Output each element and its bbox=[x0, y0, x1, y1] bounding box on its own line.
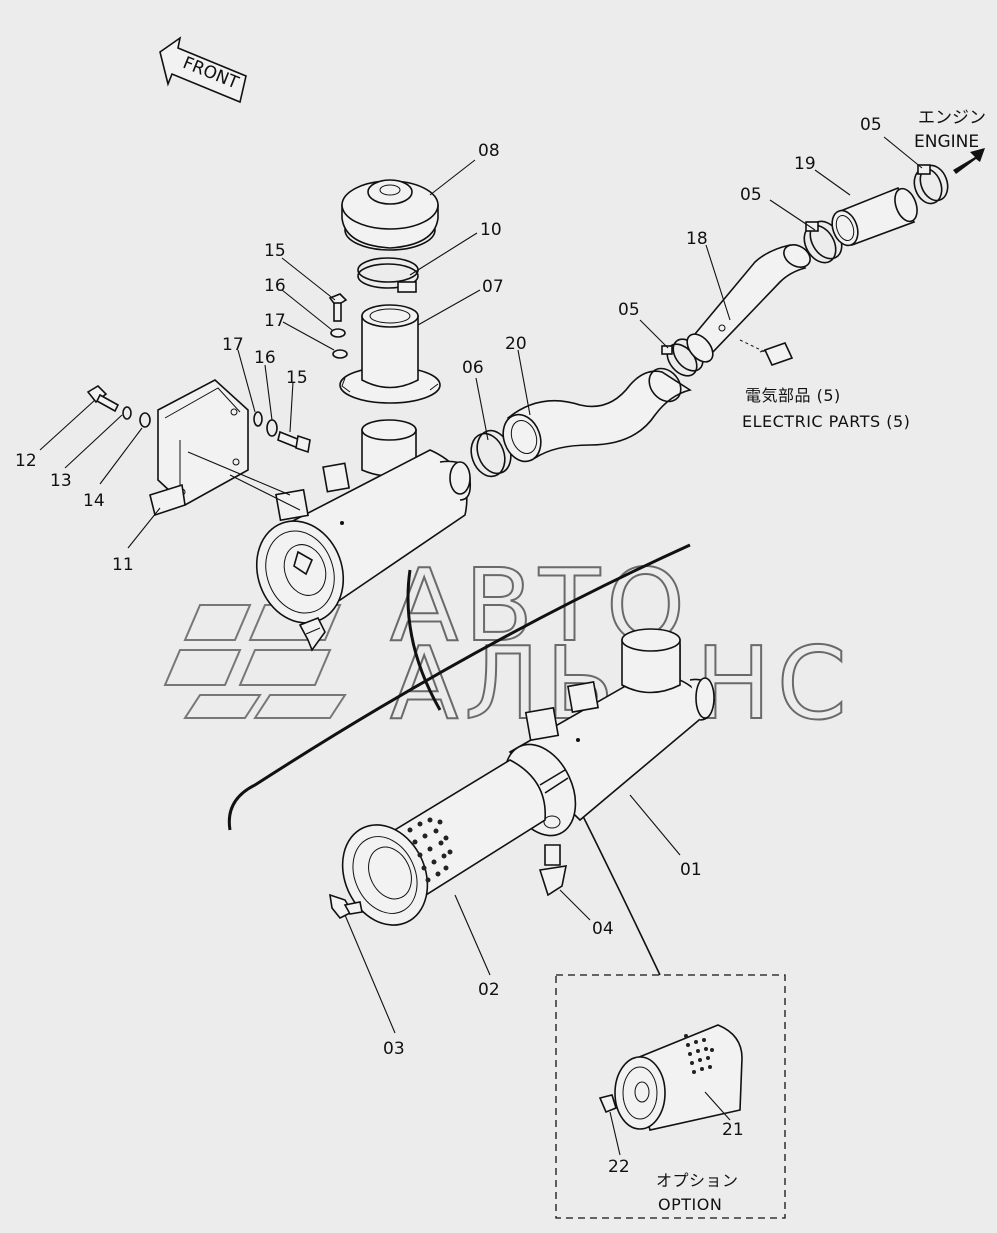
front-arrow-icon: FRONT bbox=[159, 36, 247, 104]
part-07-pipe bbox=[339, 304, 441, 404]
part-11-bracket bbox=[149, 379, 301, 517]
option-label-en: OPTION bbox=[658, 1195, 722, 1214]
part-12-bolt bbox=[86, 384, 120, 413]
side-bolt-stack bbox=[253, 411, 311, 454]
part-21-option-filter bbox=[614, 1024, 743, 1131]
label-14: 14 bbox=[83, 491, 105, 511]
label-16-side: 16 bbox=[254, 348, 276, 368]
part-22-option-wing-nut bbox=[598, 1094, 617, 1114]
engine-arrow-icon bbox=[953, 148, 985, 174]
sensor-icon bbox=[759, 342, 794, 366]
engine-label-en: ENGINE bbox=[914, 132, 979, 152]
label-19: 19 bbox=[794, 154, 816, 174]
label-08: 08 bbox=[478, 141, 500, 161]
label-05-lower: 05 bbox=[618, 300, 640, 320]
label-05-upper: 05 bbox=[860, 115, 882, 135]
label-03: 03 bbox=[383, 1039, 405, 1059]
label-15-upper: 15 bbox=[264, 241, 286, 261]
label-16-upper: 16 bbox=[264, 276, 286, 296]
part-15-bolt-upper bbox=[328, 293, 348, 322]
part-17-washer-side bbox=[253, 411, 263, 427]
part-08-cap bbox=[341, 179, 439, 251]
part-19-coupling bbox=[831, 186, 918, 247]
part-labels: 08 10 07 15 16 17 17 16 15 12 13 14 11 0… bbox=[15, 115, 882, 1177]
label-17-side: 17 bbox=[222, 335, 244, 355]
part-02-filter-element bbox=[341, 759, 546, 926]
bracket-bolt-set-left bbox=[86, 384, 151, 428]
label-17-upper: 17 bbox=[264, 311, 286, 331]
label-07: 07 bbox=[482, 277, 504, 297]
engine-label-jp: エンジン bbox=[918, 108, 986, 128]
part-13-washer bbox=[122, 406, 132, 420]
label-04: 04 bbox=[592, 919, 614, 939]
upper-bolt-stack bbox=[328, 293, 348, 359]
part-16-washer-upper bbox=[330, 328, 346, 338]
part-20-hose bbox=[502, 367, 692, 463]
label-21: 21 bbox=[722, 1120, 744, 1140]
part-16-washer-side bbox=[266, 419, 278, 437]
label-15-side: 15 bbox=[286, 368, 308, 388]
label-11: 11 bbox=[112, 555, 134, 575]
option-label-jp: オプション bbox=[656, 1171, 739, 1190]
electric-parts-label-en: ELECTRIC PARTS (5) bbox=[742, 412, 910, 431]
electric-parts-label-jp: 電気部品 (5) bbox=[745, 386, 841, 405]
part-03-wing-nut bbox=[329, 893, 363, 920]
label-10: 10 bbox=[480, 220, 502, 240]
label-13: 13 bbox=[50, 471, 72, 491]
label-20: 20 bbox=[505, 334, 527, 354]
part-04-drain-valve bbox=[538, 865, 568, 897]
label-18: 18 bbox=[686, 229, 708, 249]
part-14-washer bbox=[139, 412, 151, 428]
option-box: オプション OPTION bbox=[555, 974, 786, 1219]
label-01: 01 bbox=[680, 860, 702, 880]
leader-lines bbox=[39, 136, 923, 1156]
label-22: 22 bbox=[608, 1157, 630, 1177]
part-15-bolt-side bbox=[277, 430, 311, 454]
label-12: 12 bbox=[15, 451, 37, 471]
engine-direction: エンジン ENGINE bbox=[914, 108, 986, 174]
part-17-washer-upper bbox=[332, 349, 348, 359]
label-05-middle: 05 bbox=[740, 185, 762, 205]
detail-callout-curve bbox=[406, 569, 442, 711]
part-05-clamp-upper bbox=[913, 164, 949, 205]
label-02: 02 bbox=[478, 980, 500, 1000]
part-10-clamp bbox=[357, 257, 419, 293]
part-01-housing-upper bbox=[255, 419, 472, 652]
label-06: 06 bbox=[462, 358, 484, 378]
part-18-pipe bbox=[686, 244, 811, 366]
detail-boundary-curve bbox=[227, 543, 691, 831]
